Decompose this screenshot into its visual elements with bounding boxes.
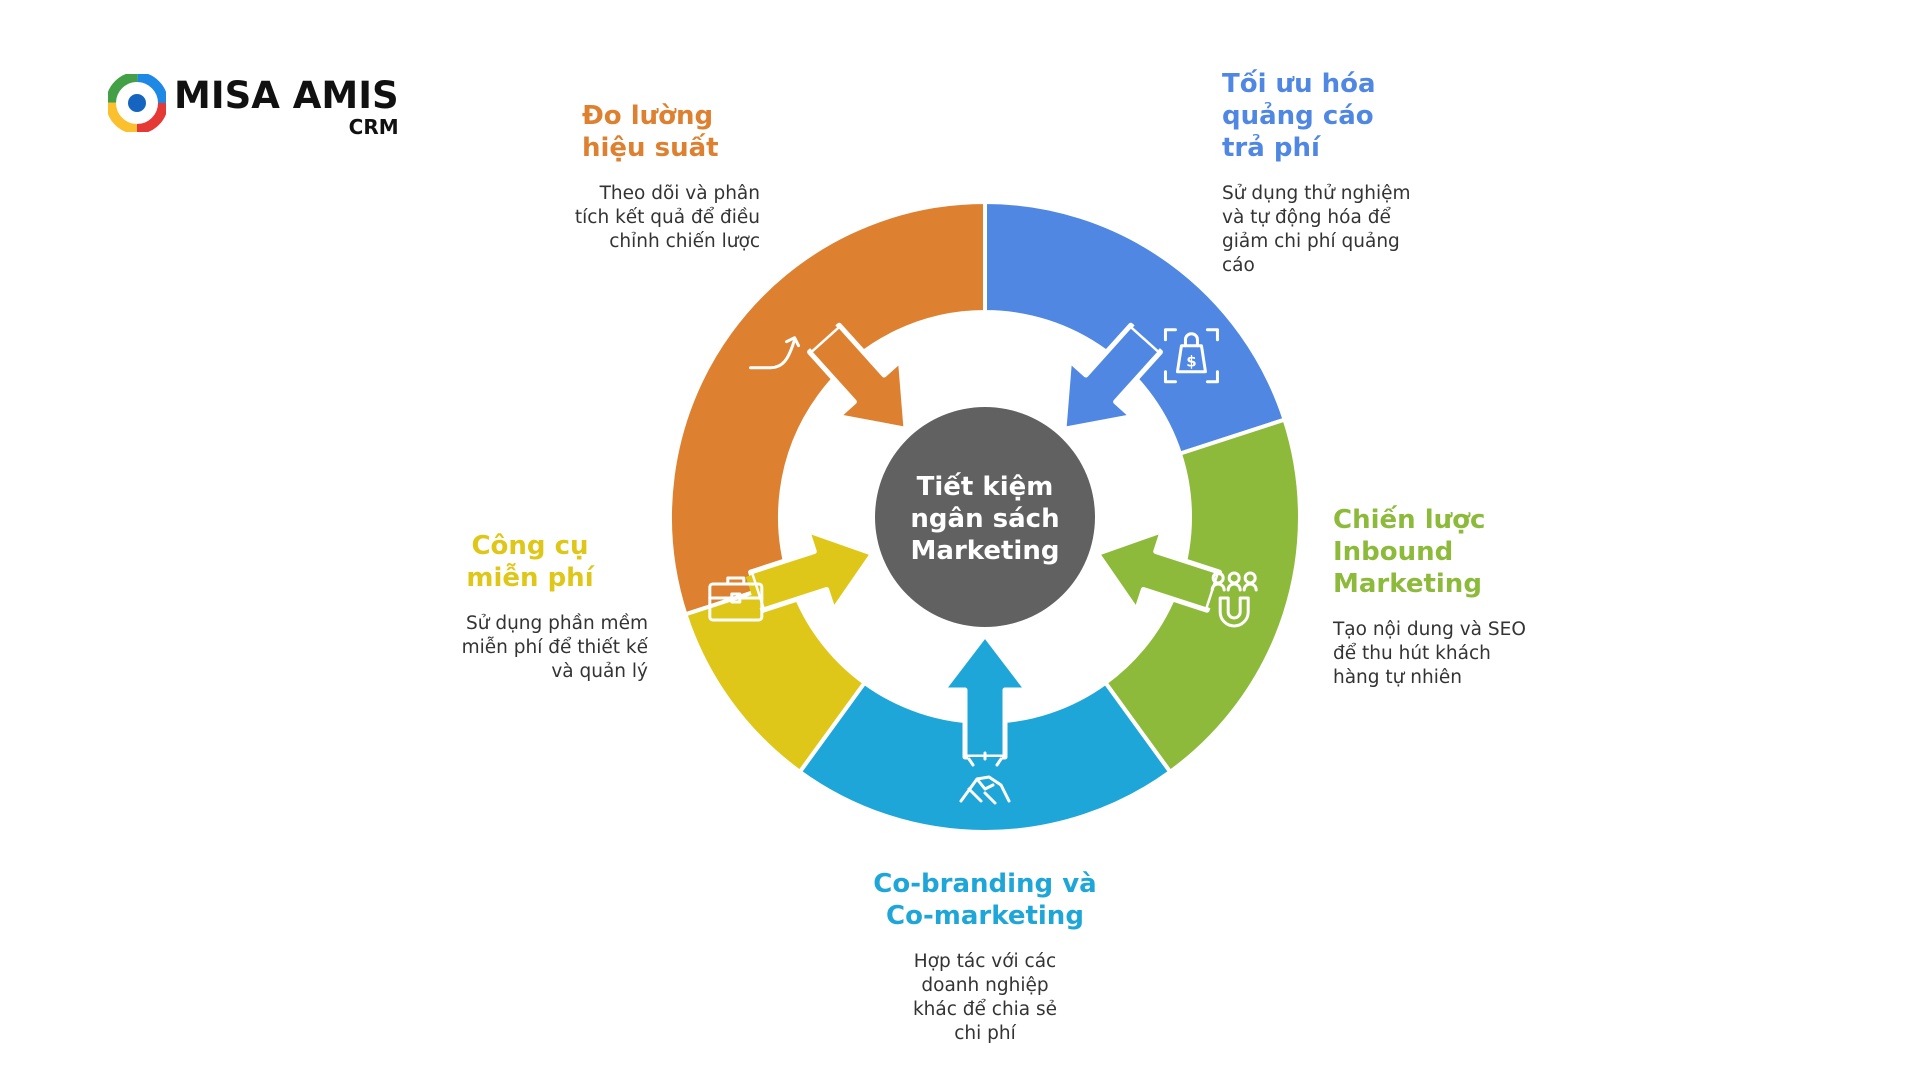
- segment-title-cobranding: Co-branding và Co-marketing: [873, 869, 1097, 931]
- svg-text:$: $: [1186, 353, 1196, 371]
- segment-label-ads: Tối ưu hóa quảng cáo trả phí Sử dụng thử…: [1222, 68, 1452, 278]
- brand-logo: MISA AMIS CRM: [108, 74, 399, 138]
- segment-desc-ads: Sử dụng thử nghiệm và tự động hóa để giả…: [1222, 183, 1411, 276]
- logo-subtitle: CRM: [348, 115, 399, 139]
- arrow-joint-measure: [807, 322, 838, 351]
- segment-title-inbound: Chiến lược Inbound Marketing: [1333, 505, 1486, 599]
- center-line-1: Tiết kiệm: [917, 471, 1054, 502]
- segment-measure: [668, 199, 987, 617]
- segment-desc-cobranding: Hợp tác với các doanh nghiệp khác để chi…: [912, 951, 1058, 1044]
- arrow-free-tools: [748, 528, 876, 613]
- center-line-2: ngân sách: [910, 504, 1059, 534]
- trend-arrow-icon: [749, 336, 801, 370]
- arrow-measure: [807, 322, 909, 432]
- icons-layer: $: [708, 328, 1258, 805]
- arrows-layer: [745, 322, 1225, 763]
- segment-desc-free-tools: Sử dụng phần mềm miễn phí để thiết kế và…: [461, 613, 648, 682]
- arrow-joint-ads: [1132, 322, 1163, 351]
- segment-label-inbound: Chiến lược Inbound Marketing Tạo nội dun…: [1333, 504, 1583, 690]
- arrow-ads: [1061, 322, 1163, 432]
- segment-label-measure: Đo lường hiệu suất Theo dõi và phân tích…: [510, 100, 760, 254]
- toolbox-icon: [708, 576, 764, 622]
- logo-name: MISA AMIS: [174, 74, 399, 117]
- segment-desc-inbound: Tạo nội dung và SEO để thu hút khách hàn…: [1333, 619, 1526, 688]
- segment-free-tools: [682, 577, 868, 775]
- handshake-icon: [959, 751, 1011, 805]
- segment-title-measure: Đo lường hiệu suất: [582, 101, 719, 163]
- segment-label-free-tools: Công cụ miễn phí Sử dụng phần mềm miễn p…: [400, 530, 650, 684]
- money-bag-icon: $: [1163, 328, 1219, 384]
- center-line-3: Marketing: [911, 536, 1060, 566]
- misa-logo-icon: [108, 74, 166, 132]
- center-circle: [875, 407, 1095, 627]
- segment-title-ads: Tối ưu hóa quảng cáo trả phí: [1222, 69, 1376, 163]
- segment-label-cobranding: Co-branding và Co-marketing Hợp tác với …: [865, 868, 1105, 1046]
- segment-desc-measure: Theo dõi và phân tích kết quả để điều ch…: [574, 183, 760, 252]
- segment-title-free-tools: Công cụ miễn phí: [466, 531, 594, 593]
- magnet-people-icon: [1210, 571, 1258, 628]
